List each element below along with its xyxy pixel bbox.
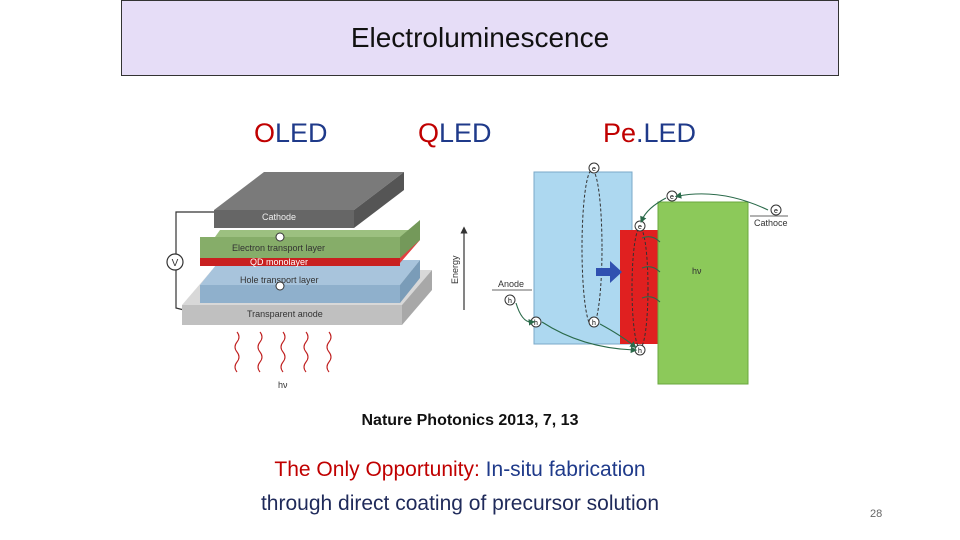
hole-symbol: h: [592, 320, 596, 327]
hole-marker-icon: [275, 281, 285, 291]
emission-waves: [234, 331, 332, 373]
hole-marker-icon: [504, 294, 516, 306]
cathode-layer: [214, 172, 404, 228]
cathode-label: Cathoce: [754, 218, 788, 228]
hole-transport-label: Hole transport layer: [240, 275, 319, 285]
electron-transport-layer: [200, 220, 420, 258]
opportunity-line: The Only Opportunity: In-situ fabricatio…: [180, 458, 740, 482]
anode-label: Anode: [498, 279, 524, 289]
hole-symbol: h: [508, 298, 512, 305]
hole-transport-layer: [200, 260, 420, 303]
perovskite-band: [620, 230, 662, 344]
oled-label-o: O: [254, 118, 276, 148]
oled-label: OLED: [254, 118, 328, 149]
peled-label: Pe.LED: [603, 118, 696, 149]
electron-symbol: e: [638, 224, 642, 231]
slide-title-box: Electroluminescence: [121, 0, 839, 76]
injection-arrow-icon: [596, 261, 622, 283]
opportunity-rest: In-situ fabrication: [479, 458, 646, 481]
qled-label-rest: LED: [439, 118, 492, 148]
electron-marker-icon: [770, 204, 782, 216]
electron-symbol: e: [670, 194, 674, 201]
electron-marker-icon: [275, 232, 285, 242]
hole-symbol: h: [534, 320, 538, 327]
peled-band-diagram: e e e e h h h h Anode Cathoce hν: [492, 162, 788, 385]
transfer-arrows: [515, 192, 769, 354]
citation: Nature Photonics 2013, 7, 13: [361, 412, 579, 429]
hole-symbol: h: [638, 348, 642, 355]
oled-label-rest: LED: [275, 118, 328, 148]
qled-device-diagram: V Transparent anode Hole transport layer…: [166, 172, 468, 390]
page-number: 28: [870, 508, 883, 520]
peled-label-rest: .LED: [636, 118, 697, 148]
electron-marker-icon: [588, 162, 600, 174]
carrier-ellipse: [581, 169, 603, 327]
energy-axis-label: Energy: [450, 255, 460, 284]
hole-marker-icon: [588, 316, 600, 328]
anode-layer-label: Transparent anode: [247, 309, 323, 319]
cathode-label: Cathode: [262, 212, 296, 222]
electron-transport-label: Electron transport layer: [232, 243, 325, 253]
electron-symbol: e: [774, 208, 778, 215]
electron-marker-icon: [634, 220, 646, 232]
cathode-band: [657, 201, 749, 385]
anode-band: [533, 171, 633, 345]
peled-label-pe: Pe: [603, 118, 637, 148]
voltage-label: V: [172, 258, 179, 269]
method-line: through direct coating of precursor solu…: [260, 492, 660, 515]
qled-label: QLED: [418, 118, 492, 149]
slide-title: Electroluminescence: [350, 22, 610, 53]
opportunity-prefix: The Only Opportunity:: [274, 458, 480, 481]
qled-emission-label: hν: [278, 380, 288, 390]
qd-monolayer-label: QD monolayer: [250, 257, 308, 267]
voltage-source-icon: [166, 253, 184, 271]
electron-symbol: e: [592, 166, 596, 173]
qled-label-q: Q: [418, 118, 440, 148]
peled-emission-label: hν: [692, 266, 702, 276]
